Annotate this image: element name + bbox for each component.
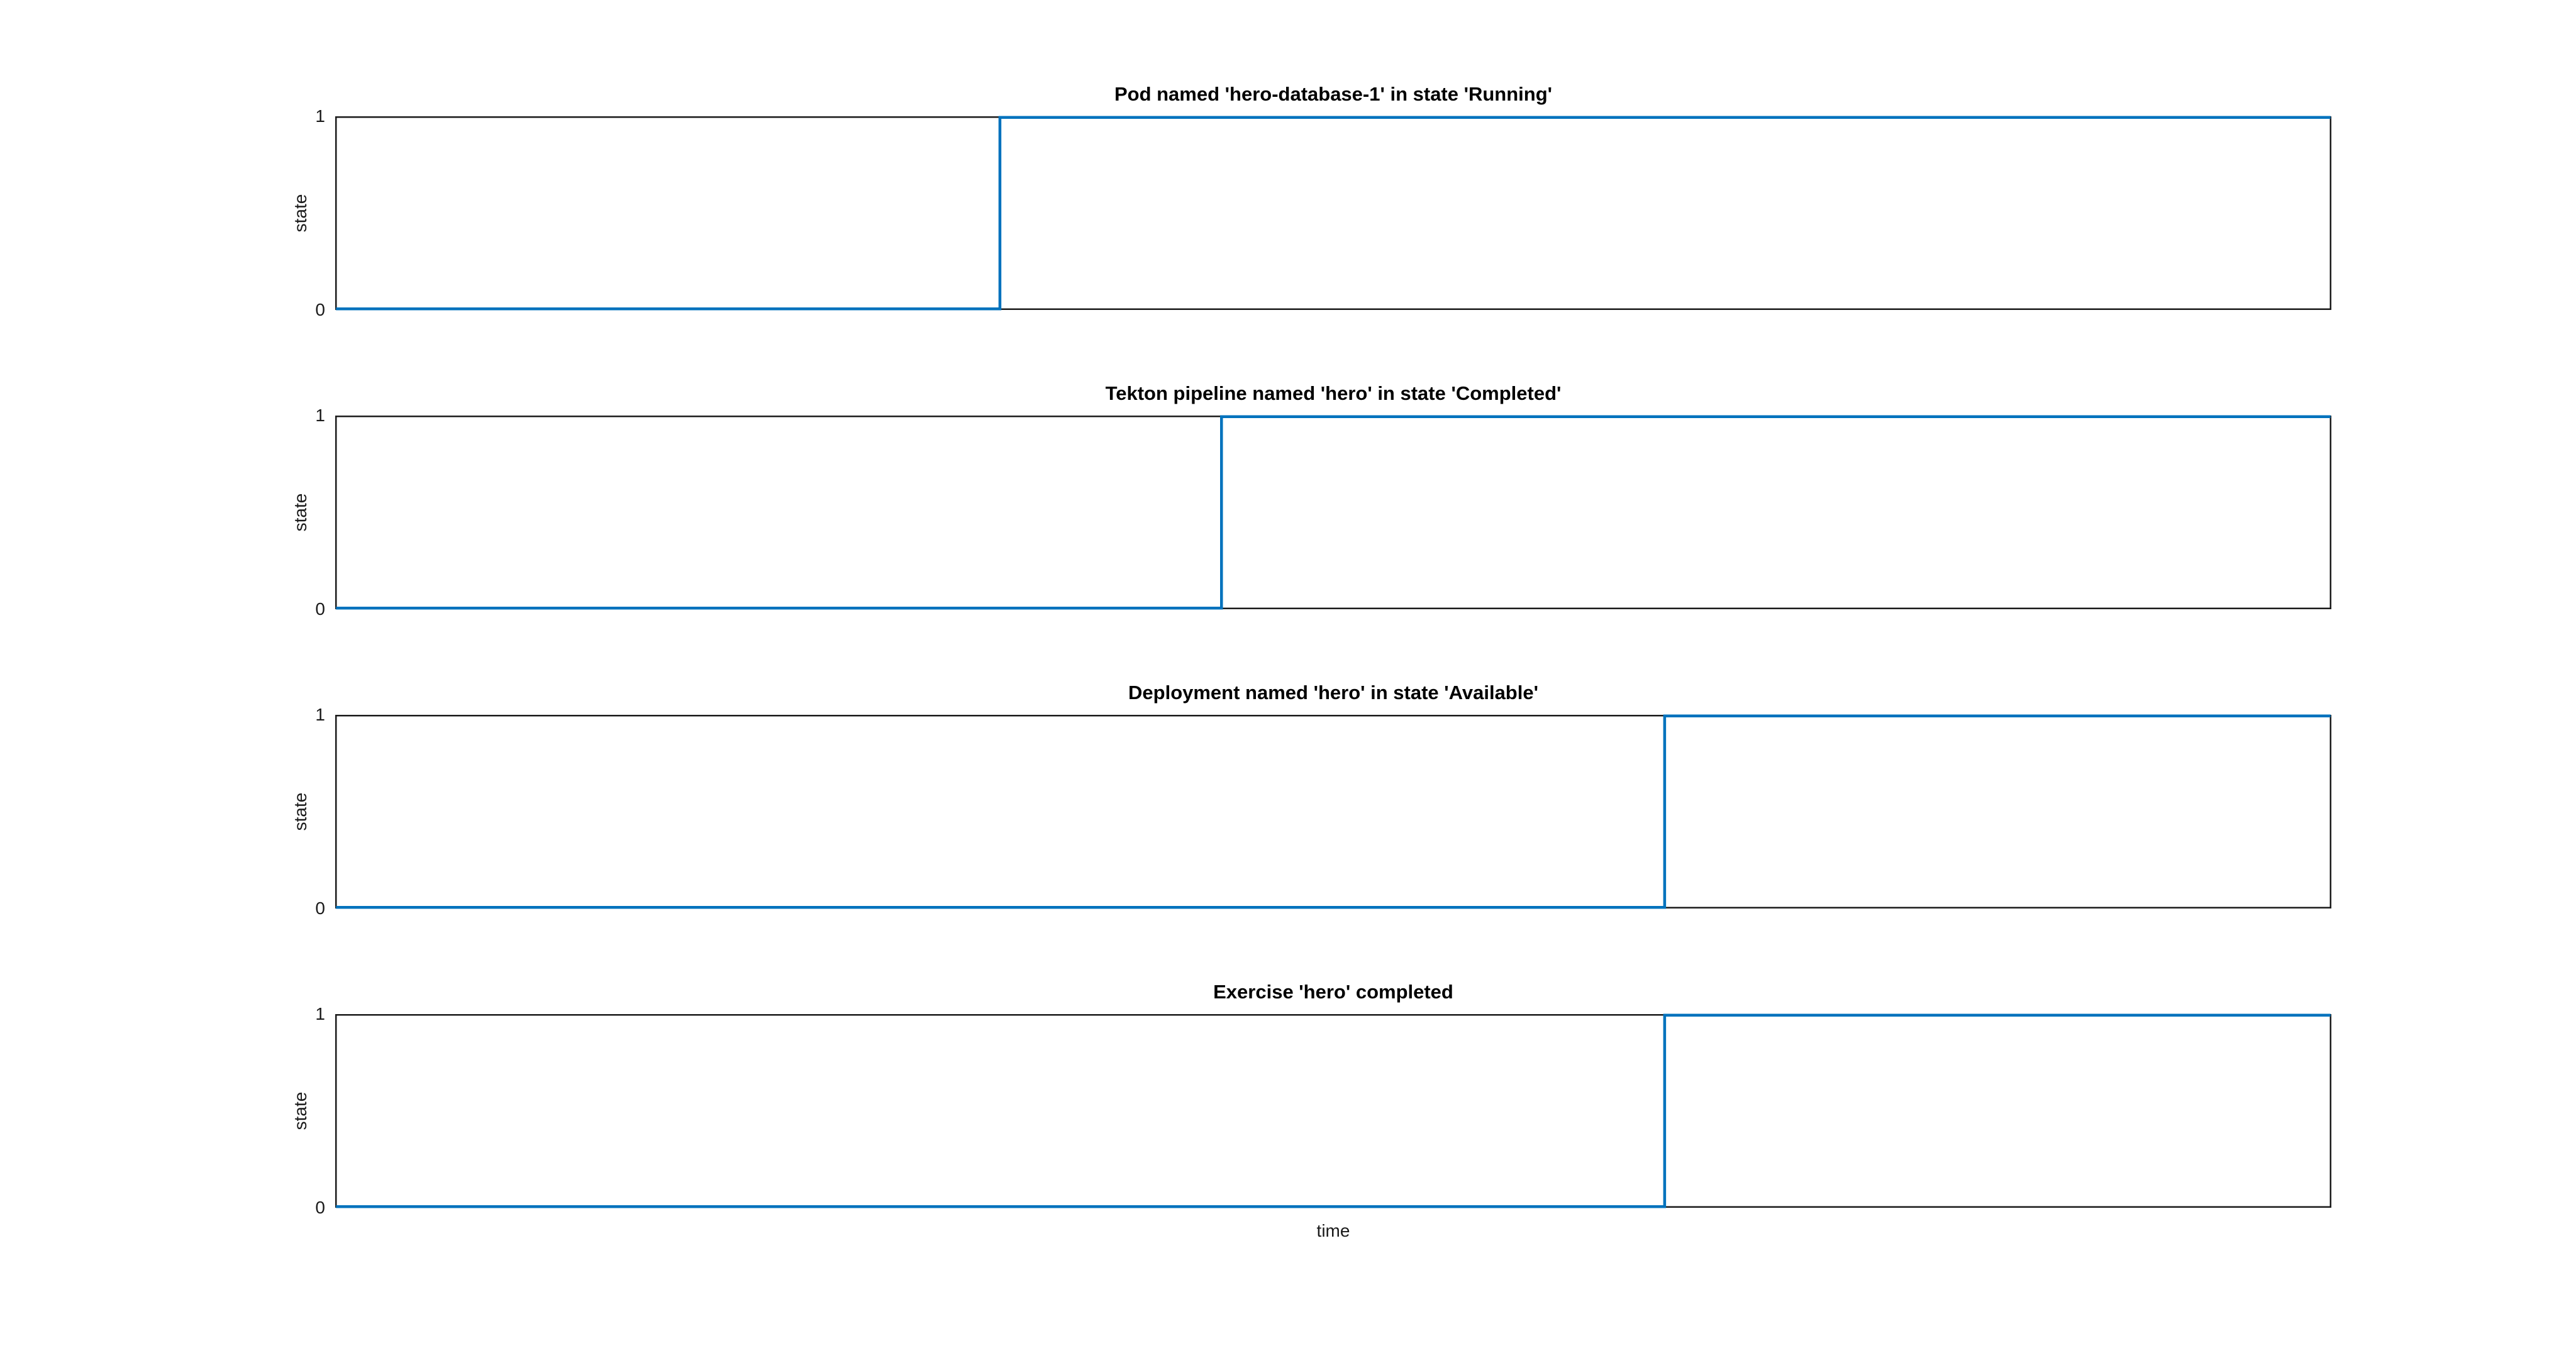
y-axis-label: state (291, 1091, 310, 1130)
plot-frame (335, 116, 2331, 310)
plot-frame (335, 1014, 2331, 1208)
y-tick-label-1: 1 (315, 705, 325, 724)
y-tick-label-0: 0 (315, 300, 325, 319)
step-chart (335, 116, 2331, 311)
plot-title: Pod named 'hero-database-1' in state 'Ru… (1114, 83, 1553, 105)
y-tick-label-1: 1 (315, 406, 325, 425)
y-tick-label-1: 1 (315, 106, 325, 126)
step-line (336, 116, 2331, 311)
y-tick-label-0: 0 (315, 1198, 325, 1217)
y-axis-label: state (291, 493, 310, 532)
y-axis-label: state (291, 194, 310, 233)
plot-area (335, 1013, 2331, 1208)
y-tick-label-1: 1 (315, 1004, 325, 1024)
plot-title: Deployment named 'hero' in state 'Availa… (1128, 682, 1538, 704)
step-line (336, 714, 2331, 909)
plot-frame (335, 715, 2331, 908)
step-chart (335, 415, 2331, 610)
plot-title: Tekton pipeline named 'hero' in state 'C… (1105, 382, 1562, 404)
x-axis-label: time (1316, 1221, 1350, 1240)
step-line (336, 415, 2331, 610)
y-axis-label: state (291, 792, 310, 831)
y-tick-label-0: 0 (315, 898, 325, 918)
plot-area (335, 714, 2331, 909)
step-chart (335, 1013, 2331, 1208)
step-chart (335, 714, 2331, 909)
plot-area (335, 415, 2331, 610)
plot-frame (335, 416, 2331, 609)
plot-area (335, 116, 2331, 311)
plot-title: Exercise 'hero' completed (1213, 981, 1453, 1003)
step-line (336, 1013, 2331, 1208)
y-tick-label-0: 0 (315, 599, 325, 619)
